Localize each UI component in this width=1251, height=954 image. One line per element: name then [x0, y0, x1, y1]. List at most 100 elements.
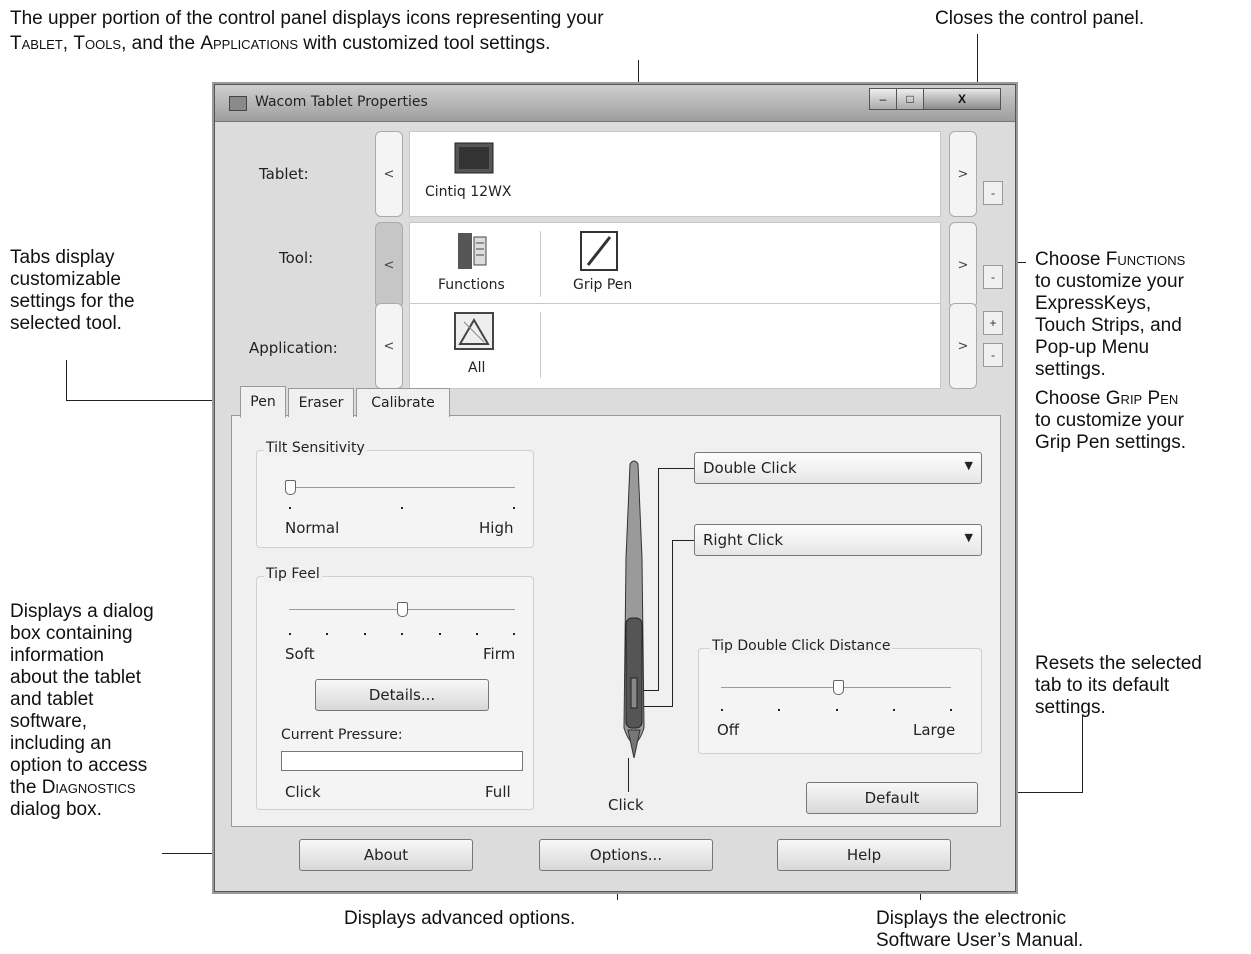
tablet-scroll-left-button[interactable]: <	[375, 131, 403, 217]
upper-button-connector	[658, 468, 659, 690]
tick-mark	[326, 633, 328, 635]
tablet-strip: Cintiq 12WX	[409, 131, 941, 217]
tilt-sensitivity-title: Tilt Sensitivity	[264, 440, 367, 456]
tablet-item-label[interactable]: Cintiq 12WX	[425, 184, 512, 200]
title-bar: Wacom Tablet Properties – □ X	[215, 85, 1015, 122]
tick-mark	[289, 633, 291, 635]
tick-mark	[439, 633, 441, 635]
add-application-button[interactable]: +	[983, 311, 1003, 335]
divider	[540, 312, 541, 378]
divider	[540, 231, 541, 297]
double-click-high-label: Large	[913, 721, 956, 739]
tilt-low-label: Normal	[285, 519, 340, 537]
double-click-slider-thumb[interactable]	[833, 680, 844, 695]
pen-tip-line	[628, 758, 629, 792]
chevron-down-icon: ▼	[964, 531, 973, 544]
default-button[interactable]: Default	[806, 782, 978, 814]
tablet-label: Tablet:	[259, 165, 309, 183]
tilt-slider-track	[289, 487, 515, 488]
remove-application-button[interactable]: -	[983, 343, 1003, 367]
leader-line	[66, 400, 244, 401]
annotation-functions-term: Functions	[1105, 249, 1186, 270]
current-pressure-bar	[281, 751, 523, 771]
tool-scroll-right-button[interactable]: >	[949, 222, 977, 308]
maximize-button[interactable]: □	[896, 88, 924, 110]
tick-mark	[401, 507, 403, 509]
tablet-scroll-right-button[interactable]: >	[949, 131, 977, 217]
tilt-slider-thumb[interactable]	[285, 480, 296, 495]
upper-button-connector	[644, 690, 659, 691]
wacom-properties-window: Wacom Tablet Properties – □ X Tablet: < …	[214, 84, 1016, 892]
annotation-line: customizable	[10, 269, 121, 290]
tick-mark	[289, 507, 291, 509]
annotation-text: , and the	[121, 33, 201, 54]
tab-calibrate[interactable]: Calibrate	[356, 388, 450, 417]
tick-mark	[513, 507, 515, 509]
tool-item-grip-pen[interactable]: Grip Pen	[573, 277, 633, 293]
application-scroll-left-button[interactable]: <	[375, 303, 403, 389]
all-applications-icon	[454, 312, 494, 350]
functions-icon	[456, 231, 490, 271]
annotation-line: settings.	[1035, 359, 1106, 380]
remove-tablet-button[interactable]: -	[983, 181, 1003, 205]
tip-feel-high-label: Firm	[483, 645, 516, 663]
tick-mark	[476, 633, 478, 635]
annotation-line: settings for the	[10, 291, 135, 312]
annotation-line: Resets the selected	[1035, 653, 1202, 674]
current-pressure-label: Current Pressure:	[281, 727, 403, 743]
tick-mark	[364, 633, 366, 635]
lower-side-switch-value: Right Click	[703, 531, 784, 549]
tool-scroll-left-button[interactable]: <	[375, 222, 403, 308]
annotation-line: Choose Grip Pen	[1035, 388, 1186, 410]
annotation-line: Displays a dialog	[10, 601, 154, 622]
annotation-text: Choose	[1035, 388, 1106, 409]
annotation-line: including an	[10, 733, 112, 754]
lower-button-connector	[644, 706, 673, 707]
tab-pen[interactable]: Pen	[240, 386, 286, 418]
tip-feel-slider-thumb[interactable]	[397, 602, 408, 617]
chevron-down-icon: ▼	[964, 459, 973, 472]
annotation-line: Tabs display	[10, 247, 115, 268]
tab-eraser[interactable]: Eraser	[288, 388, 354, 417]
annotation-diagnostics-term: Diagnostics	[41, 777, 136, 798]
annotation-line: dialog box.	[10, 799, 102, 820]
tick-mark	[401, 633, 403, 635]
tip-feel-title: Tip Feel	[264, 566, 322, 582]
remove-tool-button[interactable]: -	[983, 265, 1003, 289]
application-strip: All	[409, 303, 941, 389]
upper-side-switch-value: Double Click	[703, 459, 797, 477]
upper-side-switch-dropdown[interactable]: Double Click ▼	[694, 452, 982, 484]
annotation-line: information	[10, 645, 104, 666]
tool-strip: Functions Grip Pen	[409, 222, 941, 308]
annotation-default: Resets the selected tab to its default s…	[1035, 653, 1202, 719]
tip-feel-low-label: Soft	[285, 645, 315, 663]
annotation-line: ExpressKeys,	[1035, 293, 1152, 314]
tick-mark	[950, 709, 952, 711]
annotation-options: Displays advanced options.	[344, 908, 576, 929]
application-label: Application:	[249, 339, 338, 357]
annotation-line: Pop-up Menu	[1035, 337, 1150, 358]
tool-label: Tool:	[279, 249, 314, 267]
leader-line	[976, 792, 1083, 793]
annotation-line: tab to its default	[1035, 675, 1170, 696]
options-button[interactable]: Options...	[539, 839, 713, 871]
monitor-icon	[229, 96, 247, 111]
help-button[interactable]: Help	[777, 839, 951, 871]
tool-item-functions[interactable]: Functions	[438, 277, 505, 293]
annotation-line: and tablet	[10, 689, 94, 710]
annotation-about: Displays a dialog box containing informa…	[10, 601, 154, 821]
window-title: Wacom Tablet Properties	[255, 94, 428, 110]
application-scroll-right-button[interactable]: >	[949, 303, 977, 389]
minimize-button[interactable]: –	[869, 88, 897, 110]
annotation-line: selected tool.	[10, 313, 122, 334]
about-button[interactable]: About	[299, 839, 473, 871]
annotation-top-right: Closes the control panel.	[935, 8, 1145, 29]
close-button[interactable]: X	[923, 88, 1001, 110]
details-button[interactable]: Details...	[315, 679, 489, 711]
application-item-all[interactable]: All	[468, 360, 486, 376]
tick-mark	[893, 709, 895, 711]
lower-side-switch-dropdown[interactable]: Right Click ▼	[694, 524, 982, 556]
annotation-line: about the tablet	[10, 667, 141, 688]
annotation-grip-pen-term: Grip Pen	[1105, 388, 1179, 409]
annotation-functions: Choose Functions to customize your Expre…	[1035, 249, 1185, 381]
